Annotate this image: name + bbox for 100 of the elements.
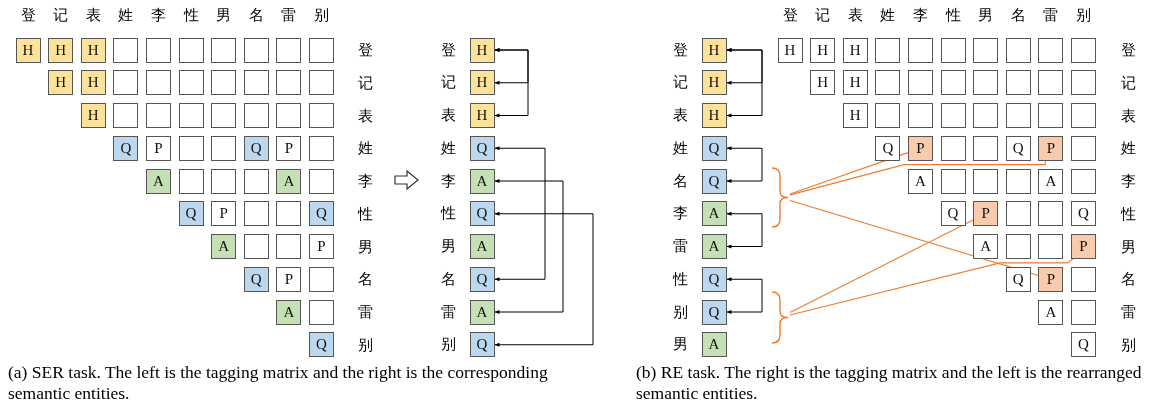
- character-label: 表: [671, 105, 689, 125]
- row-label: 名: [1119, 269, 1137, 290]
- tag-cell: Q: [308, 332, 334, 358]
- entity-tag-box: Q: [469, 201, 495, 227]
- empty-cell: [1038, 234, 1064, 259]
- empty-cell: [145, 37, 171, 63]
- entity-tag-box: Q: [701, 135, 727, 161]
- row-label: 李: [356, 171, 374, 191]
- tag-cell: H: [48, 70, 74, 96]
- entity-tag-box: A: [701, 201, 727, 227]
- empty-cell: [1005, 103, 1031, 128]
- caption: (a) SER task. The left is the tagging matrix and the right is the corresponding semantic entities.: [8, 362, 549, 404]
- empty-cell: [1070, 103, 1096, 128]
- character-label: 别: [439, 334, 457, 355]
- tag-cell: H: [80, 37, 106, 63]
- empty-cell: [1005, 37, 1031, 63]
- column-header: 李: [911, 5, 929, 25]
- entity-tag-box: H: [469, 70, 495, 96]
- row-label: 性: [356, 203, 374, 224]
- empty-cell: [1005, 168, 1031, 194]
- entity-tag-box: H: [469, 37, 495, 63]
- connector-line: [789, 160, 1046, 196]
- empty-cell: [940, 168, 966, 194]
- connector-line: [789, 219, 974, 313]
- column-header: 雷: [280, 5, 298, 25]
- tag-cell: H: [842, 37, 868, 63]
- empty-cell: [1070, 135, 1096, 161]
- empty-cell: [973, 168, 999, 194]
- row-label: 性: [1119, 203, 1137, 224]
- row-label: 表: [1119, 105, 1137, 126]
- empty-cell: [940, 103, 966, 128]
- connector-arrow: [494, 48, 529, 118]
- connector-arrow: [494, 211, 594, 347]
- row-label: 记: [1119, 72, 1137, 93]
- tag-cell: Q: [113, 135, 139, 161]
- column-header: 男: [215, 5, 233, 25]
- row-label: 姓: [1119, 138, 1137, 159]
- tag-cell: H: [842, 103, 868, 128]
- character-label: 登: [439, 39, 457, 60]
- empty-cell: [973, 135, 999, 161]
- empty-cell: [211, 103, 237, 128]
- tag-cell: H: [810, 37, 836, 63]
- empty-cell: [276, 37, 302, 63]
- character-label: 名: [439, 268, 457, 289]
- row-label: 名: [356, 269, 374, 290]
- entity-tag-box: Q: [469, 135, 495, 161]
- tag-cell: P: [145, 135, 171, 161]
- character-label: 性: [439, 203, 457, 224]
- row-label: 雷: [356, 302, 374, 322]
- connector-line: [789, 199, 1039, 277]
- empty-cell: [276, 234, 302, 259]
- tag-cell: A: [973, 234, 999, 259]
- row-label: 男: [356, 236, 374, 257]
- row-label: 男: [1119, 236, 1137, 257]
- empty-cell: [875, 103, 901, 128]
- empty-cell: [113, 103, 139, 128]
- column-header: 表: [84, 5, 102, 25]
- empty-cell: [145, 70, 171, 96]
- empty-cell: [276, 70, 302, 96]
- tag-cell: Q: [1070, 332, 1096, 358]
- entity-tag-box: H: [469, 103, 495, 128]
- column-header: 姓: [117, 5, 135, 25]
- empty-cell: [308, 299, 334, 325]
- entity-tag-box: A: [469, 234, 495, 259]
- tag-cell: A: [276, 168, 302, 194]
- empty-cell: [907, 70, 933, 96]
- column-header: 雷: [1042, 5, 1060, 25]
- row-label: 表: [356, 105, 374, 126]
- tag-cell: P: [1070, 234, 1096, 259]
- empty-cell: [907, 103, 933, 128]
- tag-cell: A: [1038, 168, 1064, 194]
- character-label: 李: [671, 203, 689, 224]
- character-label: 雷: [439, 301, 457, 322]
- connector-arrow: [494, 179, 564, 314]
- empty-cell: [308, 37, 334, 63]
- character-label: 姓: [671, 137, 689, 158]
- character-label: 雷: [671, 236, 689, 256]
- character-label: 名: [671, 170, 689, 191]
- empty-cell: [113, 37, 139, 63]
- entity-tag-box: H: [701, 103, 727, 128]
- empty-cell: [211, 70, 237, 96]
- character-label: 姓: [439, 137, 457, 158]
- tag-cell: P: [276, 135, 302, 161]
- column-header: 登: [781, 5, 799, 25]
- row-label: 记: [356, 72, 374, 93]
- empty-cell: [178, 135, 204, 161]
- character-label: 男: [439, 236, 457, 256]
- connector-arrow: [494, 146, 546, 282]
- empty-cell: [940, 70, 966, 96]
- row-label: 雷: [1119, 302, 1137, 322]
- tag-cell: P: [211, 201, 237, 227]
- empty-cell: [973, 70, 999, 96]
- empty-cell: [243, 70, 269, 96]
- empty-cell: [1070, 70, 1096, 96]
- empty-cell: [308, 103, 334, 128]
- empty-cell: [308, 135, 334, 161]
- character-label: 别: [671, 301, 689, 322]
- entity-tag-box: Q: [701, 168, 727, 194]
- tag-cell: A: [211, 234, 237, 259]
- tag-cell: A: [145, 168, 171, 194]
